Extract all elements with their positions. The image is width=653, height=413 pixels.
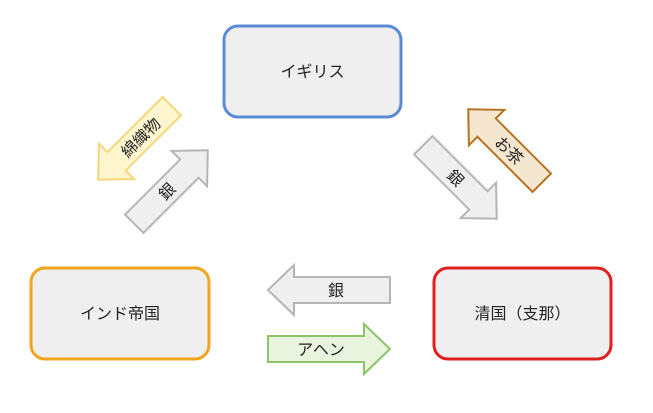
arrow-cotton-to-india-shape bbox=[97, 95, 183, 181]
arrow-silver-qing-to-india-shape bbox=[266, 262, 391, 318]
node-britain-label: イギリス bbox=[280, 62, 344, 81]
arrow-silver-qing-to-india: 銀 bbox=[266, 262, 391, 318]
node-india-label: インド帝国 bbox=[80, 304, 160, 323]
arrow-silver-britain-to-qing-shape bbox=[412, 134, 498, 220]
arrow-tea-to-britain-shape bbox=[467, 108, 553, 194]
node-britain: イギリス bbox=[222, 24, 403, 119]
arrow-silver-britain-to-qing: 銀 bbox=[412, 134, 498, 220]
node-qing: 清国（支那） bbox=[432, 266, 613, 361]
node-qing-box bbox=[432, 266, 613, 361]
arrow-silver-qing-to-india-label: 銀 bbox=[328, 281, 344, 300]
arrow-opium-to-qing-shape bbox=[267, 321, 392, 377]
node-india-box bbox=[29, 266, 211, 361]
node-qing-label: 清国（支那） bbox=[474, 304, 570, 323]
arrow-silver-india-to-britain: 銀 bbox=[123, 149, 209, 235]
node-britain-box bbox=[222, 24, 403, 119]
arrow-opium-to-qing-label: アヘン bbox=[297, 340, 345, 359]
node-india: インド帝国 bbox=[29, 266, 211, 361]
arrow-opium-to-qing: アヘン bbox=[267, 321, 392, 377]
arrow-silver-india-to-britain-shape bbox=[123, 149, 209, 235]
